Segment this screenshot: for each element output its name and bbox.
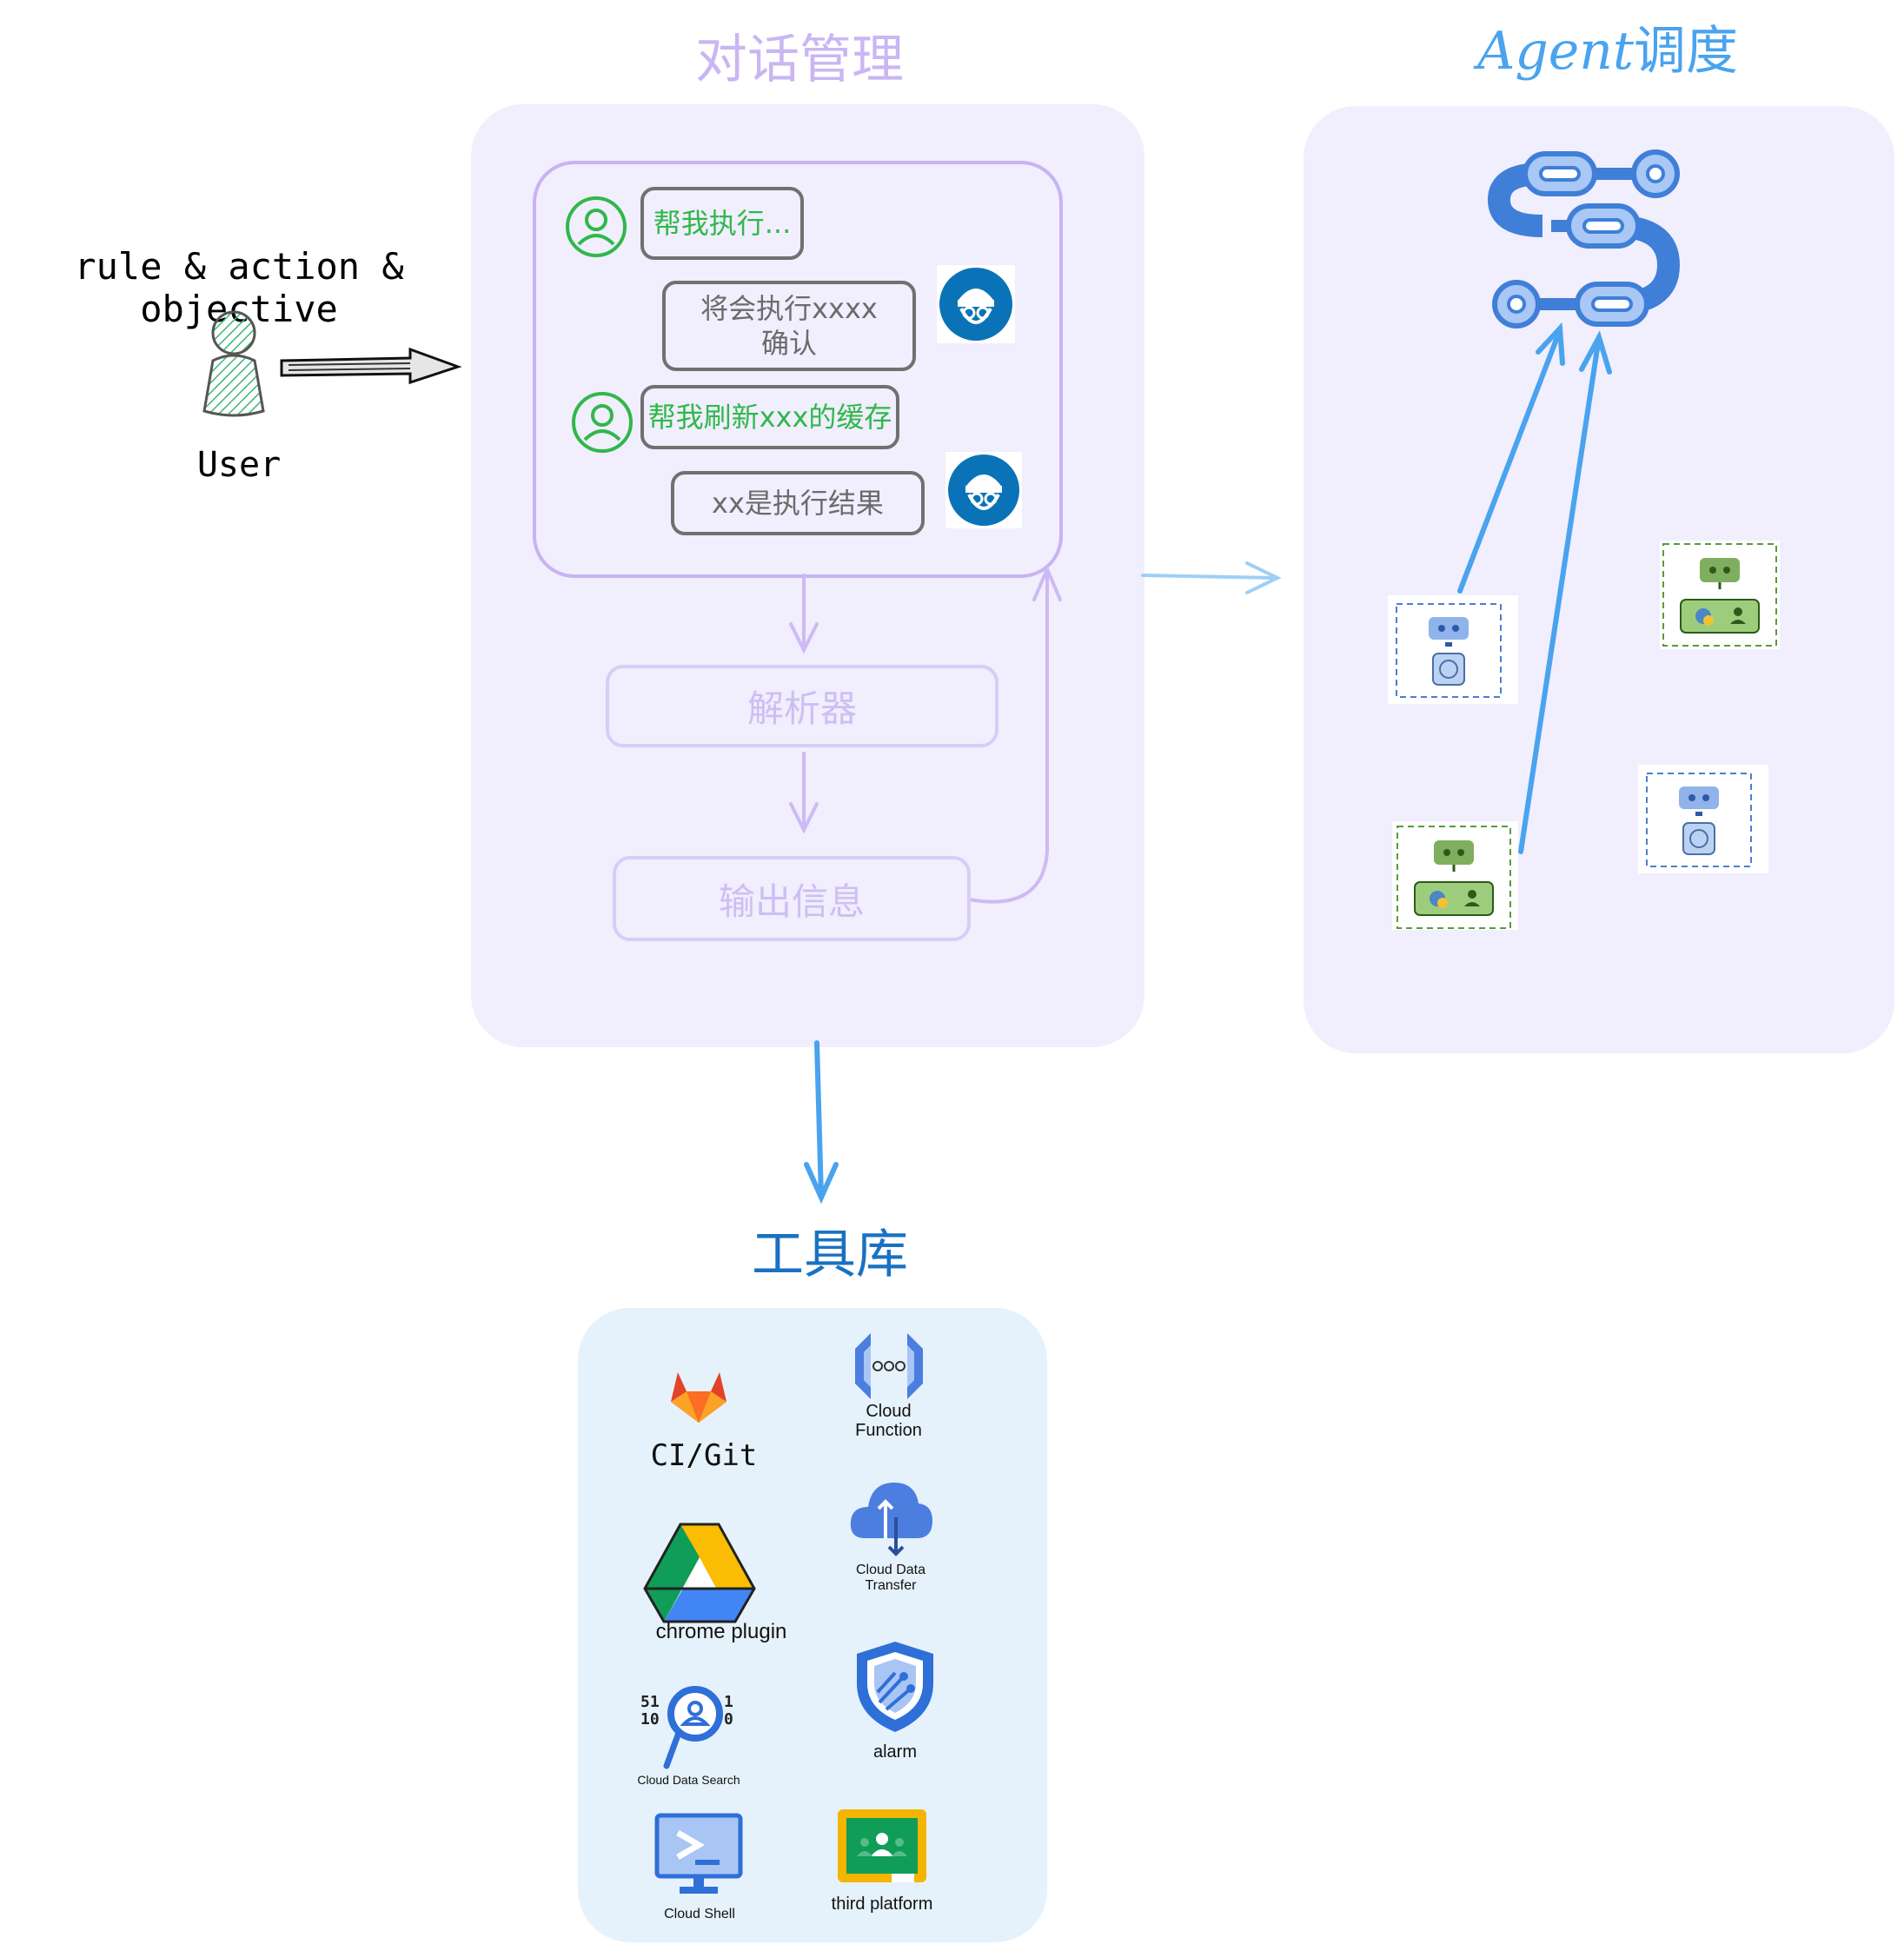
chat-history-box bbox=[533, 161, 1063, 578]
bot-avatar-icon bbox=[937, 265, 1015, 343]
gitlab-icon bbox=[671, 1372, 726, 1423]
google-drive-icon bbox=[643, 1523, 756, 1623]
bot-reply-line-1: 将会执行xxxx bbox=[700, 292, 878, 325]
tool-label-cloud-function: Cloud Function bbox=[834, 1402, 943, 1440]
chat-bubble-user-1: 帮我执行... bbox=[640, 187, 804, 260]
chat-bubble-bot-2: xx是执行结果 bbox=[671, 471, 925, 535]
shield-alarm-icon bbox=[857, 1642, 933, 1732]
cloud-data-search-icon: 51 10 1 0 bbox=[640, 1686, 733, 1769]
tool-label-cloud-data-transfer-line-1: Cloud Data bbox=[855, 1563, 926, 1577]
user-avatar-icon bbox=[566, 196, 627, 257]
tool-library-title: 工具库 bbox=[752, 1224, 908, 1285]
classroom-board-icon bbox=[838, 1809, 926, 1882]
workflow-chain-icon bbox=[1487, 149, 1681, 328]
tool-label-cloud-data-transfer-line-2: Transfer bbox=[865, 1578, 917, 1593]
output-info-box: 输出信息 bbox=[613, 856, 971, 941]
tool-label-chrome-plugin: chrome plugin bbox=[655, 1620, 787, 1643]
python-agent-icon bbox=[1392, 821, 1518, 930]
tool-label-cloud-data-transfer: Cloud Data Transfer bbox=[834, 1563, 947, 1594]
agent-scheduling-title: Agent调度 bbox=[1469, 9, 1747, 84]
user-icon bbox=[202, 310, 265, 417]
user-to-conversation-arrow bbox=[280, 347, 462, 385]
agent-title-latin: Agent bbox=[1477, 21, 1634, 82]
cloud-data-transfer-icon bbox=[850, 1483, 932, 1556]
cloud-shell-icon bbox=[654, 1813, 743, 1894]
openai-agent-icon bbox=[1388, 595, 1518, 704]
cloud-function-icon bbox=[855, 1333, 923, 1399]
tool-label-cloud-data-search: Cloud Data Search bbox=[637, 1773, 740, 1787]
tool-label-ci-git: CI/Git bbox=[650, 1438, 758, 1473]
tool-label-alarm: alarm bbox=[872, 1742, 917, 1762]
svg-text:0: 0 bbox=[724, 1710, 733, 1729]
user-avatar-icon bbox=[572, 392, 633, 453]
tool-label-cloud-function-line-1: Cloud bbox=[866, 1402, 912, 1421]
chat-bubble-bot-1: 将会执行xxxx 确认 bbox=[662, 281, 916, 371]
openai-agent-icon bbox=[1638, 765, 1768, 873]
tool-label-cloud-shell: Cloud Shell bbox=[664, 1907, 735, 1921]
conversation-management-title: 对话管理 bbox=[695, 30, 904, 90]
agent-title-cjk: 调度 bbox=[1634, 21, 1738, 82]
svg-text:10: 10 bbox=[640, 1710, 660, 1729]
bot-avatar-icon bbox=[945, 452, 1022, 528]
bot-reply-line-2: 确认 bbox=[760, 327, 817, 360]
parser-box: 解析器 bbox=[606, 665, 998, 747]
svg-text:1: 1 bbox=[724, 1693, 733, 1711]
tool-label-cloud-function-line-2: Function bbox=[855, 1421, 922, 1440]
python-agent-icon bbox=[1660, 541, 1780, 649]
chat-bubble-user-2: 帮我刷新xxx的缓存 bbox=[640, 385, 899, 449]
rule-action-objective-label: rule & action & objective bbox=[74, 245, 404, 330]
user-label: User bbox=[196, 445, 282, 485]
tool-label-third-platform: third platform bbox=[831, 1895, 933, 1914]
svg-text:51: 51 bbox=[640, 1693, 660, 1711]
